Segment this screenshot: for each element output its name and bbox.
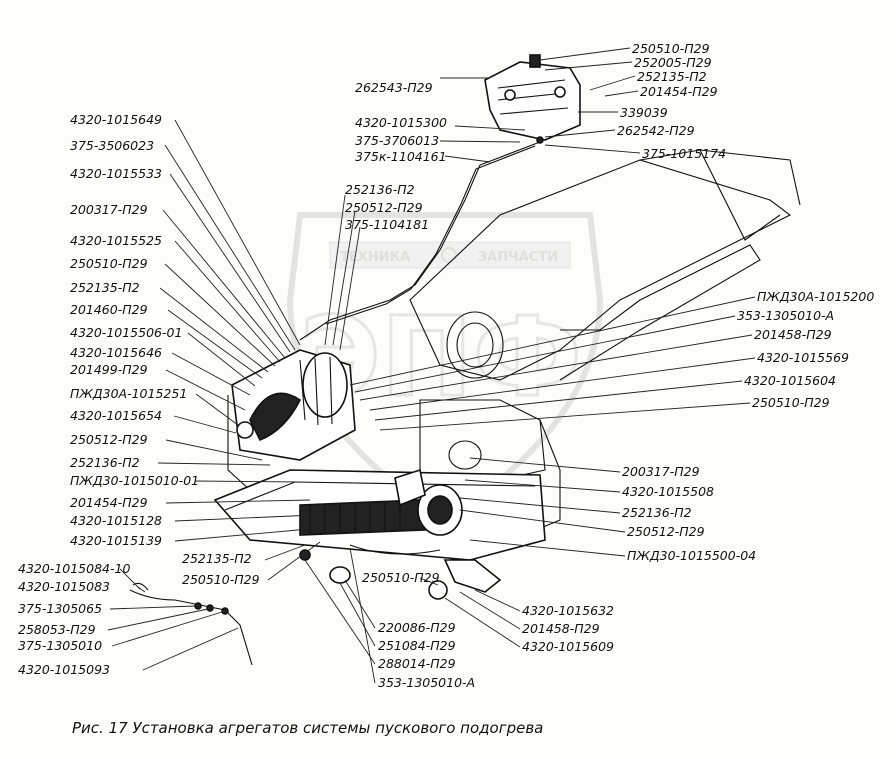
part-label: 4320-1015139 [70,533,162,548]
part-label: 375к-1104161 [355,149,447,164]
fuel-line [299,141,541,341]
part-label: 375-3506023 [70,138,154,153]
part-label: 200317-П29 [70,202,148,217]
part-label: 4320-1015508 [622,484,714,499]
part-label: 4320-1015649 [70,112,162,127]
part-label: 4320-1015533 [70,166,162,181]
part-label: 220086-П29 [378,620,456,635]
part-label: 201454-П29 [640,84,718,99]
part-label: 4320-1015604 [744,373,836,388]
part-label: 252136-П2 [70,455,140,470]
part-label: 252136-П2 [622,505,692,520]
part-label: 375-1104181 [345,217,429,232]
part-label: 375-3706013 [355,133,439,148]
figure-caption: Рис. 17 Установка агрегатов системы пуск… [72,719,543,737]
part-label: 251084-П29 [378,638,456,653]
part-label: 201454-П29 [70,495,148,510]
watermark-right-text: ЗАПЧАСТИ [478,250,558,265]
part-label: ПЖД30-1015500-04 [627,548,756,563]
part-label: 353-1305010-А [737,308,834,323]
part-label: 250512-П29 [627,524,705,539]
part-label: 375-1305010 [18,638,102,653]
part-label: 252135-П2 [637,69,707,84]
part-label: 288014-П29 [378,656,456,671]
part-label: 4320-1015525 [70,233,162,248]
leader-lines [107,47,756,684]
part-labels: 250510-П29 252005-П29 252135-П2 201454-П… [18,41,874,690]
part-label: 375-1305065 [18,601,102,616]
part-label: 262543-П29 [355,80,433,95]
part-label: 4320-1015609 [522,639,614,654]
part-label: 250510-П29 [752,395,830,410]
gear-icon [441,247,457,263]
part-label: 250510-П29 [362,570,440,585]
part-label: ПЖД30-1015010-01 [70,473,199,488]
part-label: 201458-П29 [754,327,832,342]
part-label: 4320-1015084-10 [18,561,130,576]
part-label: 4320-1015083 [18,579,110,594]
part-label: 250510-П29 [70,256,148,271]
part-label: 201499-П29 [70,362,148,377]
part-label: 250510-П29 [632,41,710,56]
part-label: 250510-П29 [182,572,260,587]
heater-boiler [227,349,356,501]
part-label: 4320-1015128 [70,513,162,528]
drain-tube [129,582,253,666]
part-label: ПЖД30А-1015200 [757,289,874,304]
part-label: 375-1015174 [642,146,726,161]
part-label: 258053-П29 [18,622,96,637]
part-label: 353-1305010-А [378,675,475,690]
part-label: 250512-П29 [70,432,148,447]
bottom-frame [213,468,546,593]
watermark-left-text: ТЕХНИКА [340,250,410,265]
part-label: 201460-П29 [70,302,148,317]
part-label: 250512-П29 [345,200,423,215]
part-label: 4320-1015654 [70,408,162,423]
part-label: ПЖД30А-1015251 [70,386,187,401]
part-label: 252135-П2 [182,551,252,566]
part-label: 252135-П2 [70,280,140,295]
part-label: 201458-П29 [522,621,600,636]
part-label: 4320-1015506-01 [70,325,182,340]
part-label: 4320-1015093 [18,662,110,677]
part-label: 4320-1015569 [757,350,849,365]
part-label: 4320-1015646 [70,345,162,360]
part-label: 262542-П29 [617,123,695,138]
clamps [299,549,448,600]
part-label: 200317-П29 [622,464,700,479]
part-label: 252005-П29 [634,55,712,70]
part-label: 4320-1015632 [522,603,614,618]
part-label: 339039 [620,105,668,120]
part-label: 4320-1015300 [355,115,447,130]
part-label: 252136-П2 [345,182,415,197]
pump-unit-top [484,54,581,144]
